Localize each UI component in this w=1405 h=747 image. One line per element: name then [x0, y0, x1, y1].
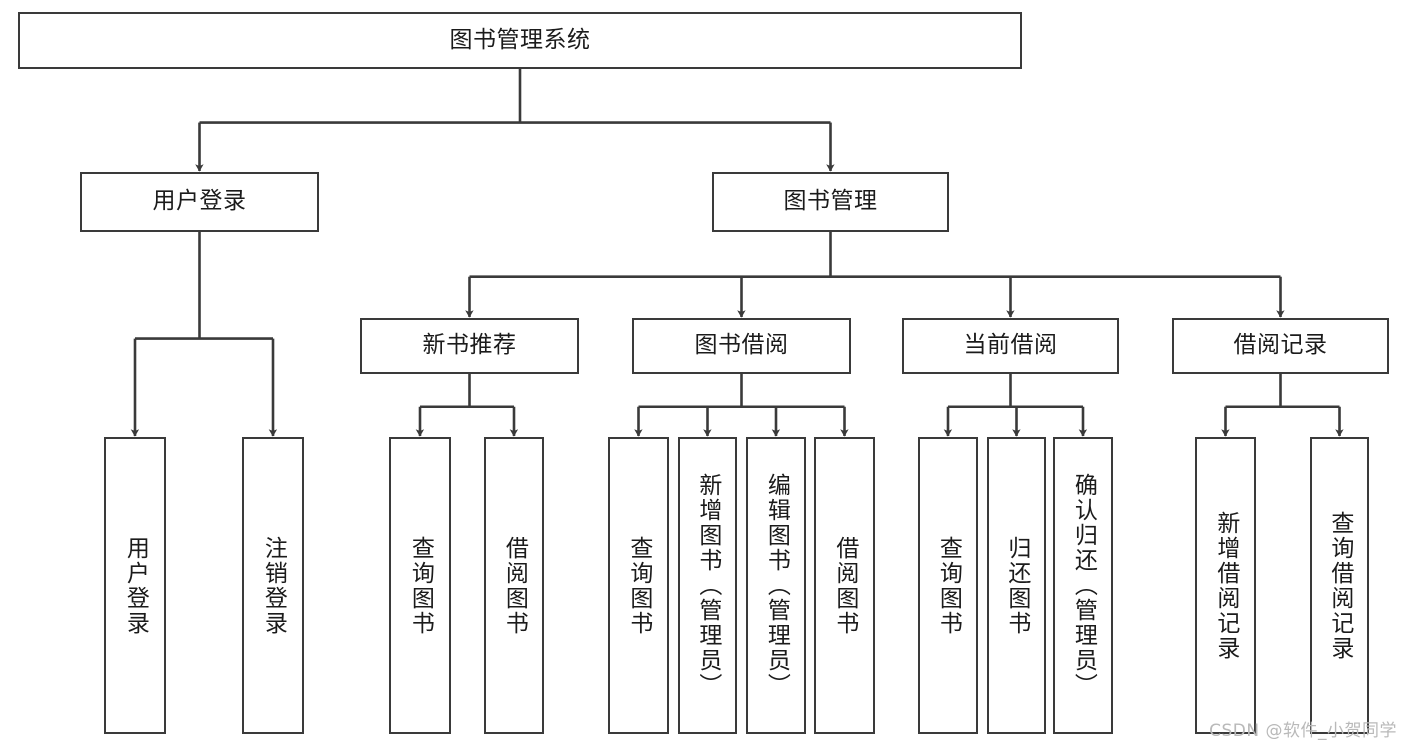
node-label: 查询图书 — [407, 535, 434, 636]
node-label: 用户登录 — [122, 535, 149, 636]
leaf-edit-book-admin[interactable]: 编辑图书（管理员） — [746, 437, 806, 734]
leaf-query-book-2[interactable]: 查询图书 — [608, 437, 669, 734]
node-borrowing-records[interactable]: 借阅记录 — [1172, 318, 1389, 374]
node-label: 借阅记录 — [1233, 332, 1328, 359]
node-label: 用户登录 — [152, 188, 247, 215]
leaf-borrow-book-2[interactable]: 借阅图书 — [814, 437, 875, 734]
leaf-borrow-book-1[interactable]: 借阅图书 — [484, 437, 544, 734]
node-label: 归还图书 — [1003, 535, 1030, 636]
node-label: 图书管理系统 — [449, 26, 591, 53]
node-label: 新增借阅记录 — [1212, 510, 1239, 661]
leaf-confirm-return-admin[interactable]: 确认归还（管理员） — [1053, 437, 1113, 734]
node-label: 图书借阅 — [694, 332, 789, 359]
leaf-query-book-1[interactable]: 查询图书 — [389, 437, 451, 734]
leaf-return-book[interactable]: 归还图书 — [987, 437, 1046, 734]
node-book-management-system[interactable]: 图书管理系统 — [18, 12, 1022, 69]
leaf-user-login[interactable]: 用户登录 — [104, 437, 166, 734]
leaf-add-borrowing-record[interactable]: 新增借阅记录 — [1195, 437, 1256, 734]
leaf-add-book-admin[interactable]: 新增图书（管理员） — [678, 437, 737, 734]
node-user-login[interactable]: 用户登录 — [80, 172, 319, 232]
leaf-logout[interactable]: 注销登录 — [242, 437, 304, 734]
node-label: 当前借阅 — [963, 332, 1058, 359]
leaf-query-borrowing-record[interactable]: 查询借阅记录 — [1310, 437, 1369, 734]
node-label: 注销登录 — [260, 535, 287, 636]
node-new-book-recommendation[interactable]: 新书推荐 — [360, 318, 579, 374]
node-label: 图书管理 — [783, 188, 878, 215]
node-label: 确认归还（管理员） — [1070, 473, 1097, 698]
node-book-management[interactable]: 图书管理 — [712, 172, 949, 232]
node-label: 查询借阅记录 — [1326, 510, 1353, 661]
node-label: 新增图书（管理员） — [694, 473, 721, 698]
node-label: 查询图书 — [625, 535, 652, 636]
node-label: 新书推荐 — [422, 332, 517, 359]
leaf-query-book-3[interactable]: 查询图书 — [918, 437, 978, 734]
node-book-borrowing[interactable]: 图书借阅 — [632, 318, 851, 374]
node-label: 借阅图书 — [831, 535, 858, 636]
node-label: 查询图书 — [935, 535, 962, 636]
csdn-watermark: CSDN @软件_小贺同学 — [1209, 721, 1397, 741]
node-current-borrowing[interactable]: 当前借阅 — [902, 318, 1119, 374]
node-label: 编辑图书（管理员） — [763, 473, 790, 698]
node-label: 借阅图书 — [501, 535, 528, 636]
